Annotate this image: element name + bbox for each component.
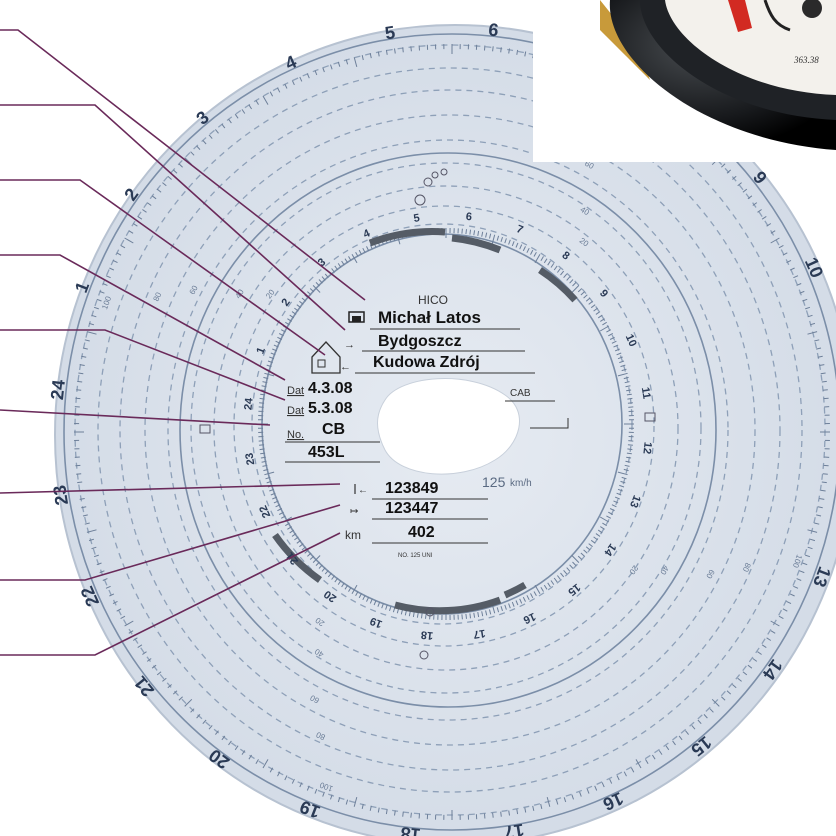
speed-label: 100 xyxy=(318,780,334,793)
inner-hour-number-11: 11 xyxy=(639,386,653,399)
hour-number-23: 23 xyxy=(49,484,72,507)
inner-hour-number-5: 5 xyxy=(413,212,421,225)
date-end-label: Dat xyxy=(287,405,304,417)
hour-number-11: 11 xyxy=(832,358,836,380)
vehicle-no-label: No. xyxy=(287,429,304,441)
speed-label: 80 xyxy=(740,561,752,573)
inner-hour-number-18: 18 xyxy=(420,628,433,641)
center-hole xyxy=(377,378,520,475)
date-start-label: Dat xyxy=(287,385,304,397)
brand-label: HICO xyxy=(418,293,448,307)
driver-icon xyxy=(348,311,365,323)
odometer-end: 123849 xyxy=(385,480,438,497)
hour-number-24: 24 xyxy=(47,379,69,401)
driver-name: Michał Latos xyxy=(378,308,481,327)
hour-number-17: 17 xyxy=(503,820,526,836)
inner-hour-number-6: 6 xyxy=(465,211,472,224)
speed-label: 80 xyxy=(151,290,163,302)
inner-hour-number-17: 17 xyxy=(472,627,486,641)
inner-hour-number-13: 13 xyxy=(627,493,643,509)
inner-hour-number-20: 20 xyxy=(322,588,339,605)
date-start: 4.3.08 xyxy=(308,380,353,397)
odometer-start-icon: ↦ xyxy=(350,506,358,517)
place-end: Kudowa Zdrój xyxy=(373,354,480,371)
place-start: Bydgoszcz xyxy=(378,333,462,350)
tachograph-gauge-photo: 363.38 xyxy=(533,0,836,162)
hour-number-6: 6 xyxy=(487,19,499,40)
km-label: km xyxy=(345,528,361,542)
scale-rings xyxy=(74,44,826,816)
inner-hour-number-24: 24 xyxy=(242,396,255,410)
gauge-red-zone xyxy=(728,0,752,32)
inner-hour-number-23: 23 xyxy=(244,452,258,466)
speed-label: 100 xyxy=(791,553,804,569)
odometer-end-icon: ← xyxy=(354,484,368,496)
inner-hour-number-4: 4 xyxy=(361,227,372,241)
distance-km: 402 xyxy=(408,524,435,541)
speed-unit: km/h xyxy=(510,478,532,489)
svg-text:←: ← xyxy=(358,485,368,496)
hour-number-18: 18 xyxy=(400,823,422,836)
arrow-start-icon: → xyxy=(344,339,355,351)
form-code: NO. 125 UNI xyxy=(398,553,433,559)
home-icon xyxy=(311,341,341,374)
date-end: 5.3.08 xyxy=(308,400,353,417)
inner-hour-number-22: 22 xyxy=(257,503,273,519)
odometer-start: 123447 xyxy=(385,500,438,517)
inner-hour-number-1: 1 xyxy=(255,346,268,356)
inner-hour-number-12: 12 xyxy=(640,441,653,454)
cab-label: CAB xyxy=(510,388,531,399)
speed-max: 125 xyxy=(482,474,506,490)
speed-label: 100 xyxy=(100,295,113,311)
vehicle-no-line1: CB xyxy=(322,421,345,438)
inner-hour-number-7: 7 xyxy=(515,223,525,236)
svg-text:↦: ↦ xyxy=(350,506,358,517)
hour-number-5: 5 xyxy=(383,22,396,43)
inner-hour-number-10: 10 xyxy=(623,333,639,349)
marker-symbols xyxy=(199,168,656,660)
gauge-face xyxy=(665,0,836,95)
speed-label: 80 xyxy=(314,730,326,742)
inner-hour-number-16: 16 xyxy=(521,610,537,626)
leader-lines xyxy=(0,29,366,656)
vehicle-no-line2: 453L xyxy=(308,444,345,461)
arrow-end-icon: ← xyxy=(340,361,351,373)
gauge-serial: 363.38 xyxy=(793,55,819,65)
inner-hour-number-19: 19 xyxy=(368,614,384,630)
inner-hour-number-15: 15 xyxy=(565,581,582,598)
activity-bands xyxy=(272,228,578,615)
